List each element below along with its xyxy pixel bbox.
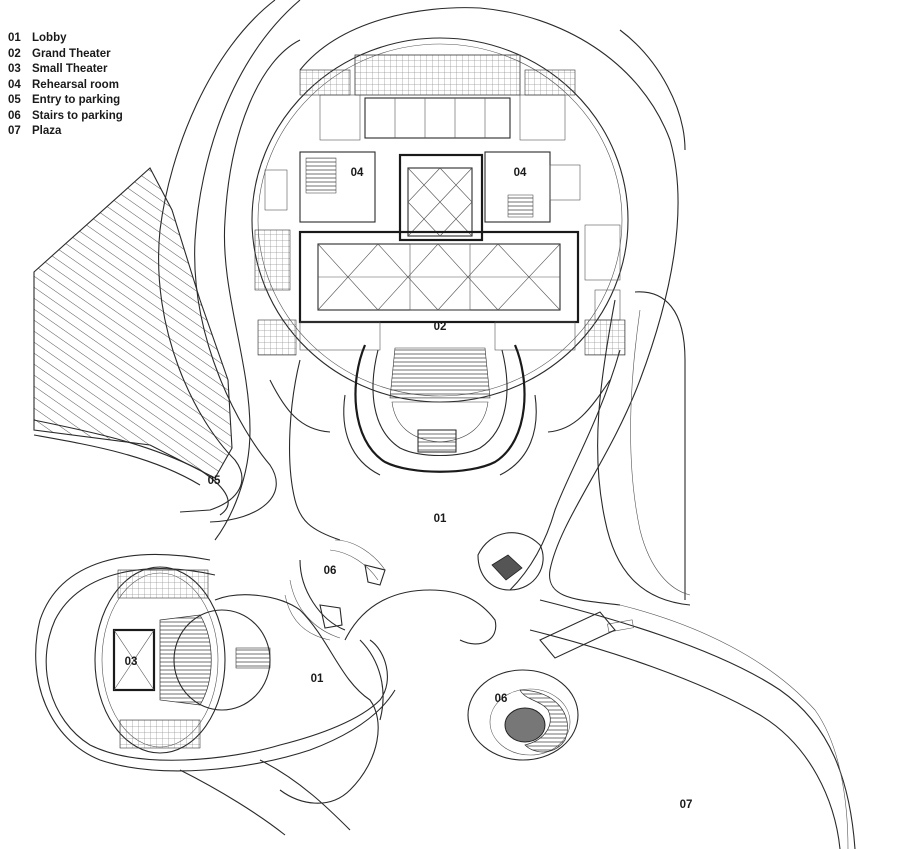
small-theater-rooms-top [117,569,209,599]
small-theater-rooms-bottom [119,719,201,749]
lobby-wall-left [289,359,341,541]
legend-number: 01 [8,32,21,44]
label-rehearsal-right: 04 [514,167,527,179]
auditorium-inner [372,349,508,457]
small-theater-stage [112,628,156,692]
lobby-shoulder-left [269,379,331,433]
parking-ramp [33,167,233,479]
lower-lobby-wall-3 [259,759,351,831]
outer-envelope [158,0,276,513]
legend-number: 06 [8,109,21,122]
fly-tower-cross [407,167,473,237]
label-lobby-lower: 01 [311,673,324,685]
legend-number: 05 [8,94,21,106]
main-stage-grid [317,243,561,311]
legend-item: 04 Rehearsal room [8,78,123,94]
rehearsal-room-left [299,151,376,223]
outer-envelope-inner [194,0,301,523]
plaza-river-1 [634,291,686,600]
stairs-right-core [504,707,546,743]
fly-tower [398,153,484,242]
side-rooms-left [254,169,381,356]
small-theater-stage-cross [113,629,155,691]
lower-lobby-wall-2 [359,639,384,721]
plaza-edge-3 [619,604,849,849]
label-grand-theater: 02 [434,321,447,333]
lobby-void [344,589,497,645]
lobby-shoulder-right [547,379,611,433]
grand-theater-oval-inner [257,43,623,397]
legend-number: 03 [8,63,21,75]
landscape-arc-top [619,29,686,151]
balcony-left [343,394,381,476]
lobby-kiosk [477,532,544,591]
legend-label: Small Theater [32,63,108,75]
back-of-house-top [299,54,576,141]
plaza-bench [607,619,634,633]
plaza-edge-1 [539,599,856,849]
label-plaza: 07 [680,799,693,811]
grand-theater-shell-inner [214,39,301,541]
label-stairs-right: 06 [495,693,508,705]
side-rooms-right [494,164,626,356]
legend-label: Rehearsal room [32,78,119,91]
stairs-left-drawing [284,539,386,641]
plaza-river-3 [630,309,691,596]
rehearsal-seats-right [507,194,534,218]
label-parking-entry: 05 [208,475,221,487]
label-stairs-left: 06 [324,565,337,577]
label-rehearsal-left: 04 [351,167,364,179]
legend-number: 07 [8,125,21,137]
legend-label: Lobby [32,32,67,44]
small-theater-seating [159,614,212,706]
rehearsal-seats-left [305,157,337,194]
auditorium-outer [354,344,526,473]
legend-item: 02 Grand Theater [8,47,123,63]
label-small-theater: 03 [125,656,138,668]
plaza-river-2 [597,299,691,606]
small-theater-shell [45,568,388,761]
small-theater-oval [94,566,226,754]
legend-item: 03 Small Theater [8,62,123,78]
legend-number: 04 [8,78,21,91]
plaza-edge-2 [529,629,841,849]
stairs-right-inner [489,688,571,756]
legend-item: 01 Lobby [8,31,123,47]
legend-label: Entry to parking [32,94,121,106]
orchestra-pit [417,429,457,453]
legend-item: 06 Stairs to parking [8,109,123,125]
lower-lobby-wall [214,594,379,804]
main-stage [298,230,580,324]
small-theater-bar [235,647,271,669]
legend-item: 05 Entry to parking [8,93,123,109]
grand-theater-shell [299,7,679,606]
landscape-arc-bottom [179,769,286,836]
small-theater-shell-outer [35,554,396,772]
outer-envelope-left2 [33,434,201,486]
plaza-ramp [539,611,616,659]
stairs-right-treads [519,689,568,753]
outer-envelope-left [33,419,229,516]
legend-item: 07 Plaza [8,124,123,140]
stairs-right-outer [467,669,579,761]
stage-lift [409,243,471,311]
legend-label: Stairs to parking [32,109,123,122]
lobby-wall-right [509,349,621,591]
balcony-right [499,394,537,476]
legend-label: Grand Theater [32,47,111,60]
legend-label: Plaza [32,125,62,137]
legend-number: 02 [8,47,21,60]
label-lobby-upper: 01 [434,513,447,525]
auditorium-seating [389,347,491,399]
lobby-kiosk-core [491,554,523,581]
